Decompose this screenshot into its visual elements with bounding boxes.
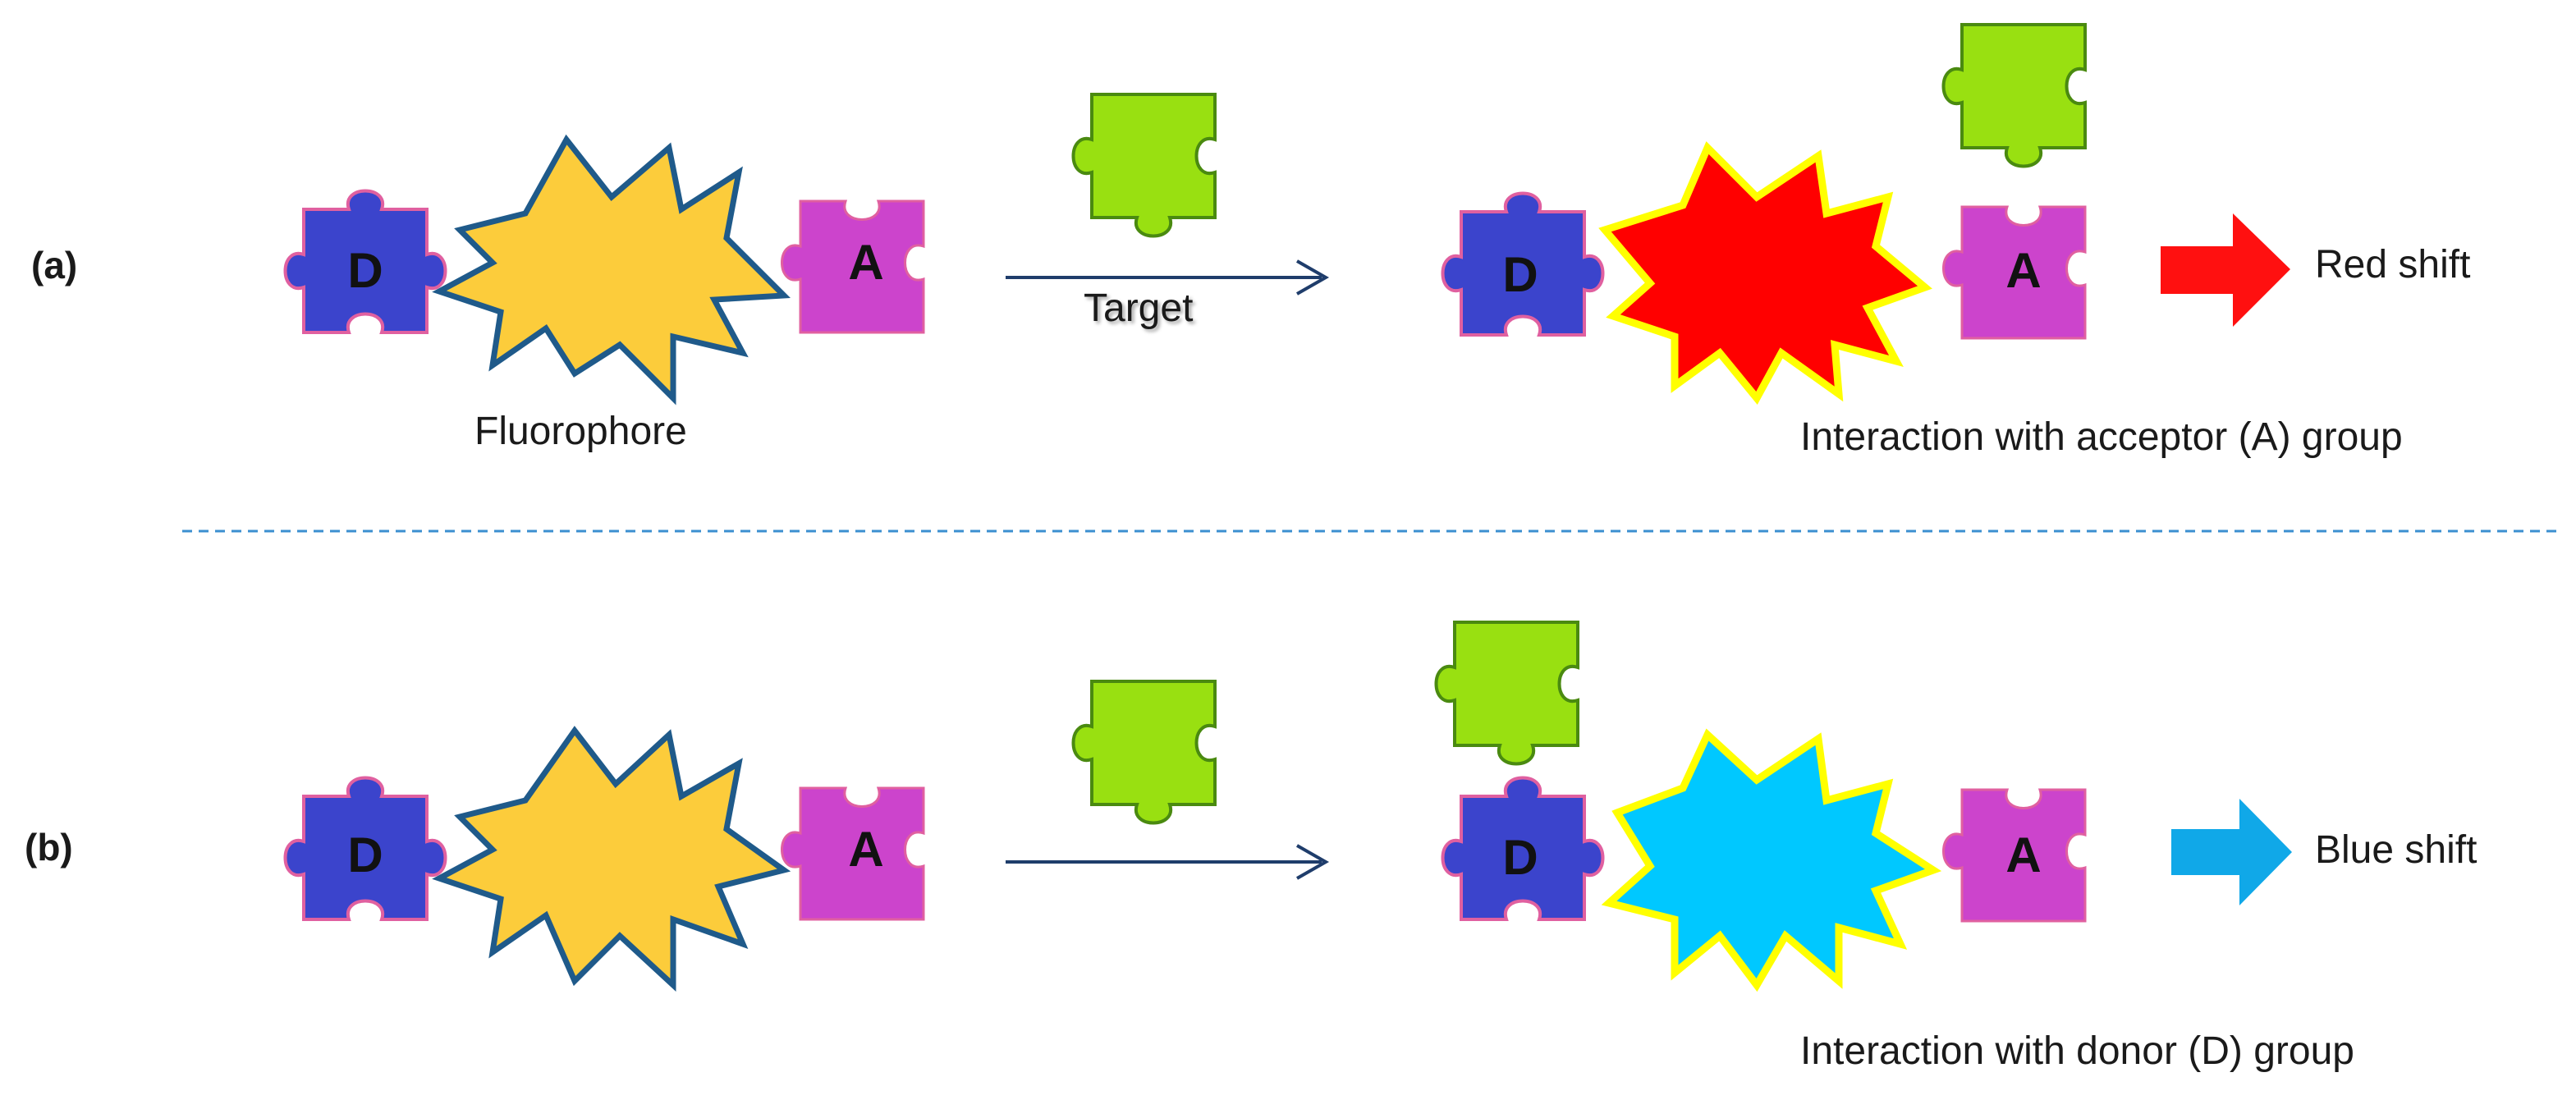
target-piece-a-bound bbox=[1941, 23, 2087, 168]
target-piece-a bbox=[1071, 93, 1217, 238]
donor-letter-b1: D bbox=[347, 827, 383, 882]
panel-label-b: (b) bbox=[25, 826, 73, 869]
acceptor-letter-a1: A bbox=[848, 235, 883, 290]
panel-label-a: (a) bbox=[31, 244, 78, 286]
target-piece-b bbox=[1071, 680, 1217, 825]
fluorophore-burst-a bbox=[432, 134, 791, 406]
shift-label-a: Red shift bbox=[2315, 243, 2471, 286]
donor-letter-b2: D bbox=[1502, 830, 1538, 885]
fluorophore-burst-b bbox=[432, 726, 791, 992]
donor-letter-a1: D bbox=[347, 243, 383, 298]
panel-a bbox=[283, 23, 2290, 406]
panel-b bbox=[283, 621, 2292, 992]
emission-burst-a bbox=[1598, 141, 1932, 406]
acceptor-letter-b1: A bbox=[848, 822, 883, 877]
reaction-arrowhead-b bbox=[1296, 844, 1330, 880]
target-piece-b-bound bbox=[1434, 621, 1579, 766]
interaction-caption-b: Interaction with donor (D) group bbox=[1800, 1029, 2354, 1073]
interaction-caption-a: Interaction with acceptor (A) group bbox=[1800, 415, 2403, 459]
fluorophore-caption: Fluorophore bbox=[474, 410, 687, 453]
acceptor-letter-a2: A bbox=[2005, 243, 2041, 298]
shift-label-b: Blue shift bbox=[2315, 828, 2477, 872]
blue-shift-arrow bbox=[2171, 799, 2292, 905]
acceptor-letter-b2: A bbox=[2005, 827, 2041, 882]
red-shift-arrow bbox=[2161, 213, 2290, 327]
donor-letter-a2: D bbox=[1502, 247, 1538, 302]
reaction-arrowhead-a bbox=[1296, 259, 1330, 296]
target-caption: Target bbox=[1084, 286, 1194, 330]
emission-burst-b bbox=[1601, 728, 1942, 992]
